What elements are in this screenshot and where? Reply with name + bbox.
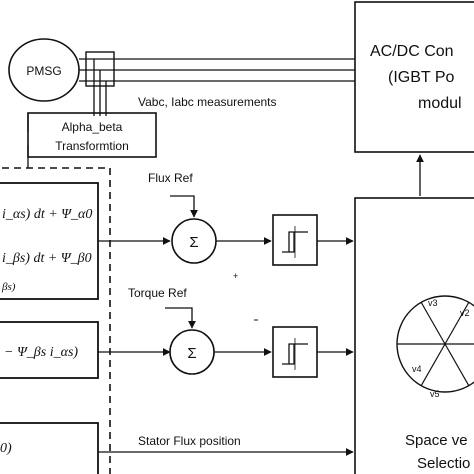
flux-ref-wire [170, 195, 198, 218]
flux-hysteresis-icon [282, 231, 308, 253]
flux-torque-estimator: i_αs) dt + Ψ_α0 i_βs) dt + Ψ_β0 βs) − Ψ_… [0, 167, 111, 474]
torque-control-path: Torque Ref Σ [98, 286, 354, 378]
torque-summer-symbol: Σ [187, 345, 196, 362]
converter-box [354, 1, 474, 153]
alpha-beta-transformation-block: Alpha_beta Transformtion [27, 112, 157, 168]
selection-box [354, 197, 474, 474]
spoke-5 [420, 343, 446, 387]
selection-label-1: Space ve [405, 432, 468, 449]
flux-alpha-equation: i_αs) dt + Ψ_α0 [2, 207, 92, 222]
flux-hysteresis-block [272, 214, 318, 266]
torque-equation-box [0, 321, 99, 379]
flux-beta-equation: i_βs) dt + Ψ_β0 [2, 251, 92, 266]
converter-label-1: AC/DC Con [370, 43, 454, 60]
torque-hysteresis-icon [282, 343, 308, 365]
three-phase-lines [79, 58, 355, 116]
flux-magnitude-fragment: βs) [1, 281, 16, 293]
position-equation-box [0, 422, 99, 474]
vector-label-v2: v2 [460, 308, 470, 318]
transform-label-1: Alpha_beta [62, 120, 123, 134]
transform-box [27, 112, 157, 158]
vector-label-v5: v5 [430, 389, 440, 399]
flux-control-path: Flux Ref Σ [98, 171, 354, 266]
space-vector-selection-block: v3 v2 v4 v5 Space ve Selectio [354, 197, 474, 474]
torque-equation: − Ψ_βs i_αs) [4, 345, 78, 360]
flux-ref-label: Flux Ref [148, 171, 193, 185]
estimator-dashed-border [0, 167, 111, 474]
spoke-2 [444, 301, 470, 345]
vector-label-v3: v3 [428, 298, 438, 308]
converter-label-2: (IGBT Po [388, 69, 454, 86]
stator-flux-position-label: Stator Flux position [138, 434, 241, 448]
stray-plus-mark: + [233, 271, 238, 281]
flux-position-path: Stator Flux position [98, 434, 354, 456]
flux-summer-symbol: Σ [189, 234, 198, 251]
selection-label-2: Selectio [417, 455, 470, 472]
torque-ref-wire [165, 307, 196, 329]
acdc-converter-block: AC/DC Con (IGBT Po modul [354, 1, 474, 153]
pmsg-label: PMSG [26, 64, 61, 78]
vector-spokes [397, 301, 474, 387]
torque-ref-label: Torque Ref [128, 286, 187, 300]
transform-label-2: Transformtion [55, 139, 129, 153]
vector-label-v4: v4 [412, 364, 422, 374]
spoke-6 [444, 343, 470, 387]
position-equation-fragment: 0) [0, 441, 12, 456]
spoke-1 [420, 301, 446, 345]
measurements-label: Vabc, Iabc measurements [138, 95, 277, 109]
converter-label-3: modul [418, 95, 462, 112]
